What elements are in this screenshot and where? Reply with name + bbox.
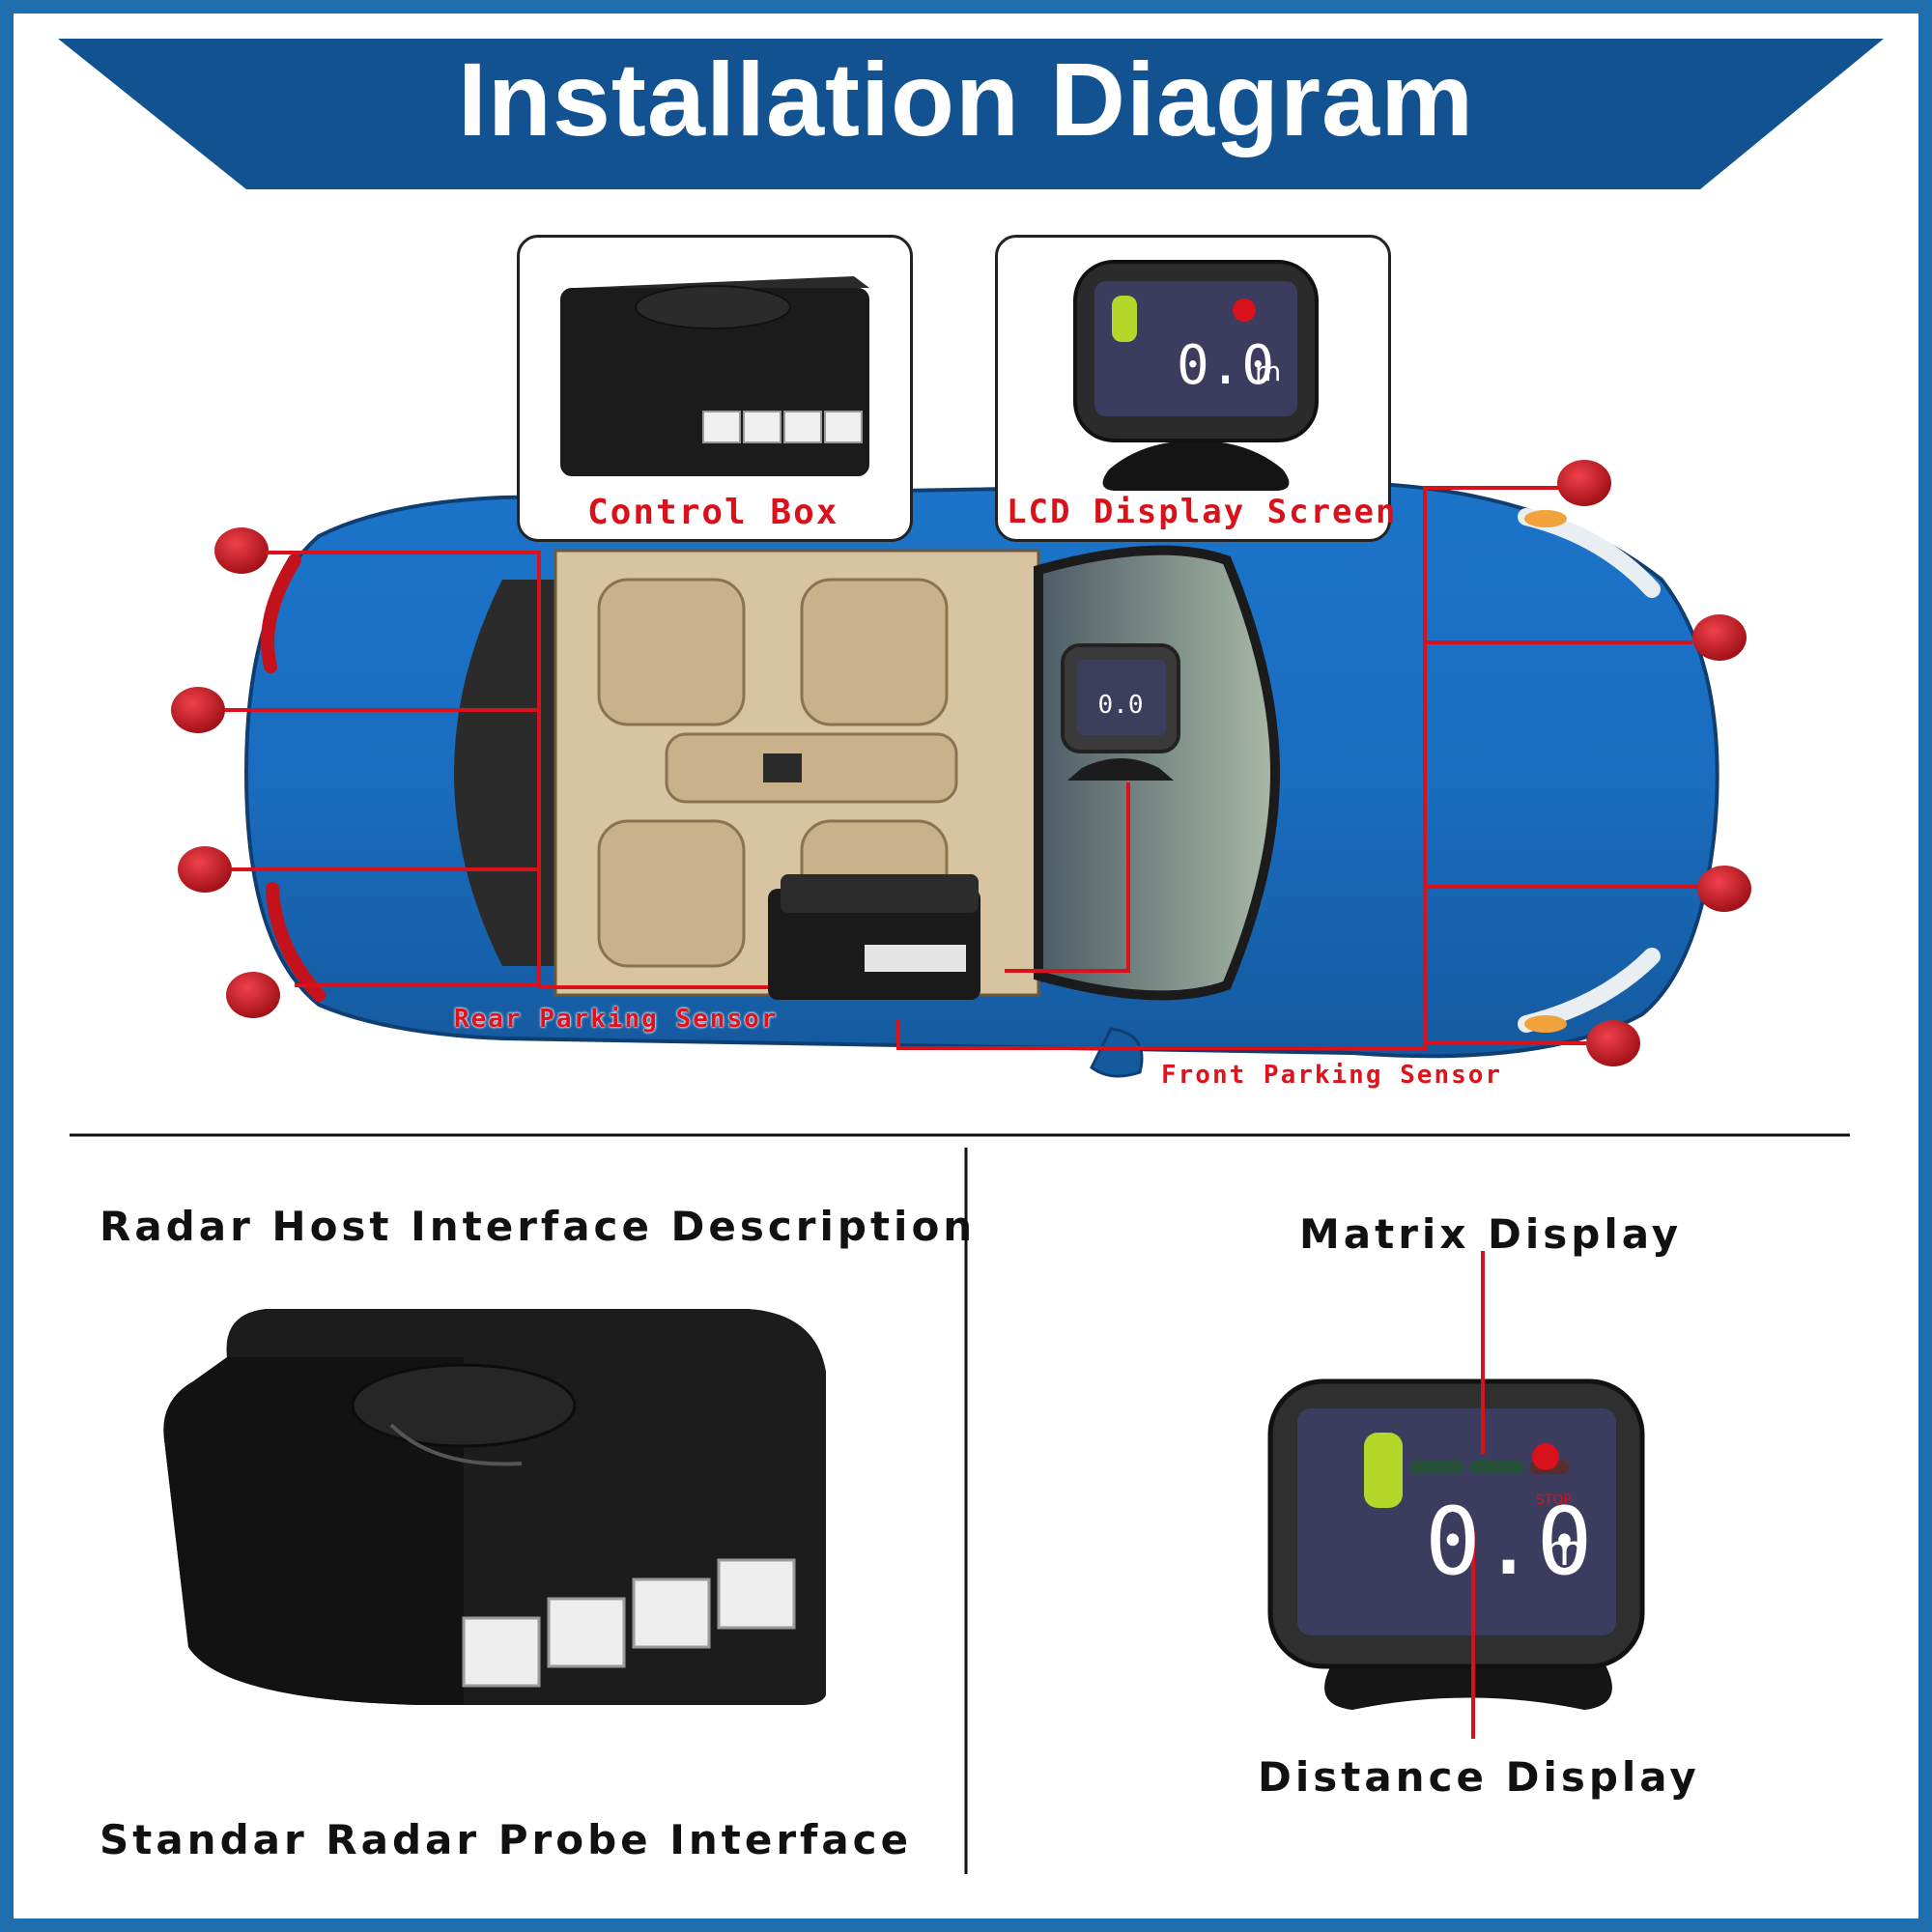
label-front-sensor: Front Parking Sensor <box>1161 1061 1503 1090</box>
label-control-box: Control Box <box>587 493 839 532</box>
title-banner <box>58 39 1884 189</box>
distance-unit: m <box>1544 1526 1585 1576</box>
control-box-image <box>560 276 869 476</box>
lcd-display-image <box>1073 260 1319 491</box>
rear-sensor-1 <box>214 527 269 574</box>
stop-indicator: STOP <box>1536 1492 1572 1508</box>
front-sensor-1 <box>1557 460 1611 506</box>
matrix-bars-icon <box>1364 1433 1569 1508</box>
lcd-inset-value: 0.0 <box>1177 334 1275 397</box>
rear-sensors <box>171 527 280 1018</box>
radar-host-heading: Radar Host Interface Description <box>99 1203 977 1250</box>
rear-sensor-4 <box>226 972 280 1018</box>
car-control-box <box>768 874 980 1000</box>
car-diagram: 0.0 <box>171 460 1751 1078</box>
lcd-display-inset: 0.0 m <box>995 235 1391 542</box>
label-lcd-display: LCD Display Screen <box>1007 493 1398 531</box>
rear-sensor-3 <box>178 846 232 893</box>
control-box-inset <box>517 235 913 542</box>
lcd-inset-unit: m <box>1255 355 1282 387</box>
rear-sensor-2 <box>171 687 225 733</box>
page-title: Installation Diagram <box>457 41 1475 157</box>
leader-lines <box>224 486 1698 1050</box>
car-display-unit <box>1061 643 1180 781</box>
matrix-display-label: Matrix Display <box>1299 1210 1683 1258</box>
front-sensors <box>1557 460 1751 1066</box>
distance-value: 0.0 <box>1425 1488 1593 1596</box>
standar-probe-caption: Standar Radar Probe Interface <box>99 1816 913 1863</box>
front-sensor-4 <box>1586 1020 1640 1066</box>
radar-host-image <box>163 1309 826 1705</box>
car-display-value: 0.0 <box>1098 691 1144 720</box>
label-rear-sensor: Rear Parking Sensor <box>454 1005 779 1034</box>
distance-display-label: Distance Display <box>1258 1753 1700 1801</box>
front-sensor-2 <box>1692 614 1747 661</box>
front-sensor-3 <box>1697 866 1751 912</box>
